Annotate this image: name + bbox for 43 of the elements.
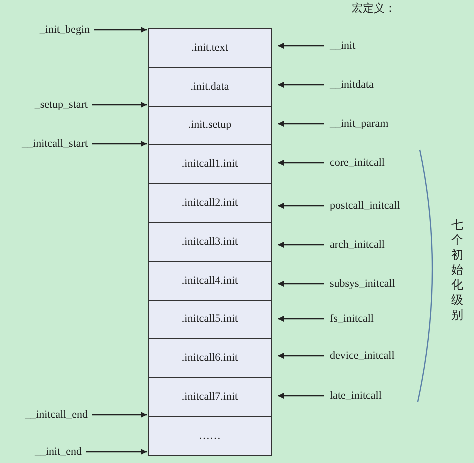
arrow [278, 316, 324, 322]
section-box: .initcall5.init [148, 300, 272, 340]
section-box: .initcall4.init [148, 260, 272, 301]
section-box: .init.data [148, 66, 272, 107]
macro-label: late_initcall [330, 389, 382, 403]
section-box: .initcall2.init [148, 183, 272, 223]
symbol-label: __initcall_end [25, 408, 88, 422]
arrow [278, 43, 324, 49]
arrow [278, 160, 324, 166]
arrow [92, 141, 147, 147]
arrow [278, 121, 324, 127]
macro-label: device_initcall [330, 349, 395, 363]
symbol-label: _setup_start [34, 98, 88, 112]
arrow [278, 203, 324, 209]
section-box: .initcall7.init [148, 377, 272, 417]
arrow [278, 82, 324, 88]
arrow [92, 412, 147, 418]
macro-label: arch_initcall [330, 238, 385, 252]
section-box: .init.text [148, 28, 272, 68]
section-box: .initcall1.init [148, 144, 272, 184]
arrow [86, 449, 147, 455]
section-box: .initcall6.init [148, 338, 272, 378]
arrow [94, 27, 147, 33]
section-box: .init.setup [148, 106, 272, 146]
arrow [92, 102, 147, 108]
macro-label: subsys_initcall [330, 277, 396, 291]
symbol-label: __init_end [34, 445, 82, 459]
section-box: …… [148, 416, 272, 456]
arrow [278, 242, 324, 248]
macro-label: core_initcall [330, 156, 385, 170]
symbol-label: _init_begin [40, 23, 90, 37]
macro-label: __init_param [330, 117, 389, 131]
section-box: .initcall3.init [148, 222, 272, 262]
macro-label: postcall_initcall [330, 199, 400, 213]
arrow [278, 393, 324, 399]
macro-label: __initdata [330, 78, 374, 92]
arrow [278, 281, 324, 287]
heading: 宏定义： [352, 2, 396, 16]
arrow [278, 353, 324, 359]
symbol-label: __initcall_start [22, 137, 88, 151]
group-note: 七个初始化级别 [451, 218, 464, 323]
macro-label: fs_initcall [330, 312, 374, 326]
macro-label: __init [330, 39, 356, 53]
